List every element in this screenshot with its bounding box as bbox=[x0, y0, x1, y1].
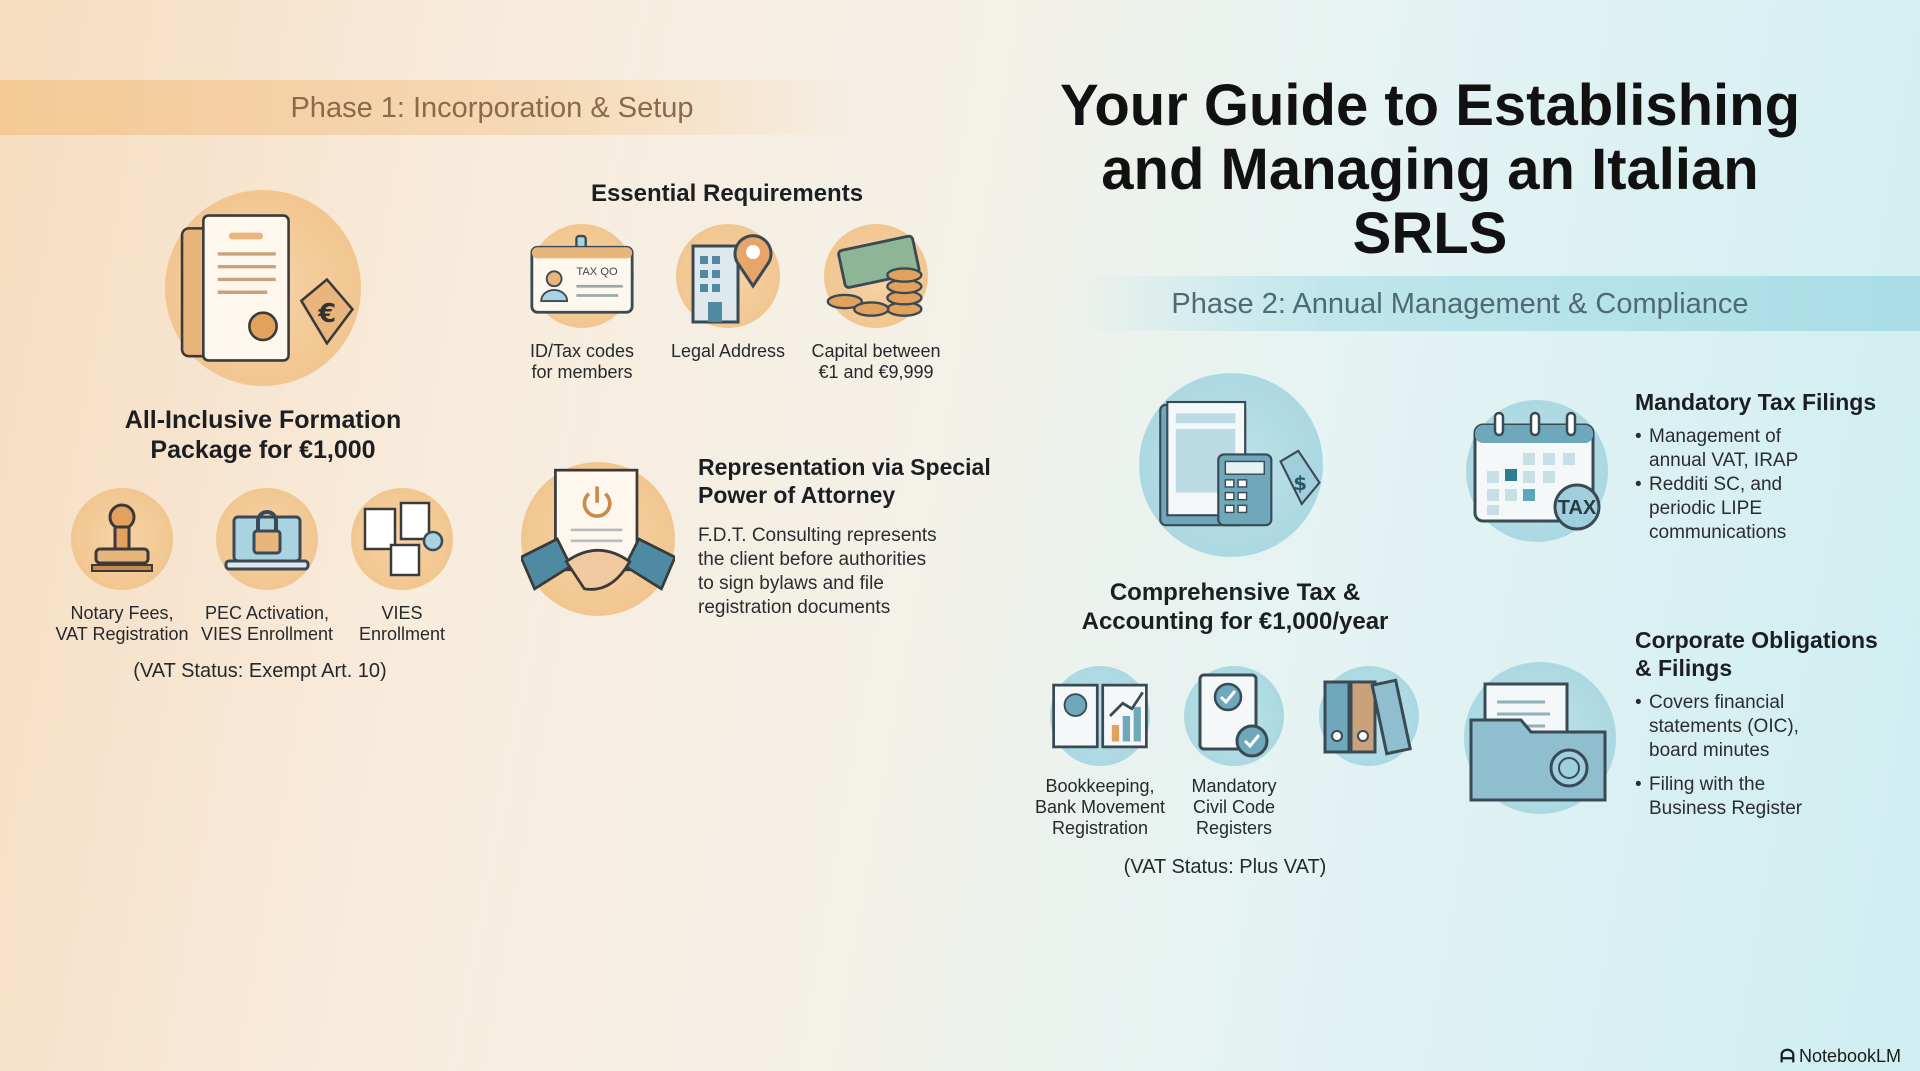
label-line: Civil Code bbox=[1192, 797, 1276, 817]
bullet-line: annual VAT, IRAP bbox=[1649, 450, 1799, 471]
heading-line: Power of Attorney bbox=[698, 482, 896, 508]
body-line: F.D.T. Consulting represents bbox=[698, 525, 937, 546]
label-line: Bookkeeping, bbox=[1045, 776, 1155, 796]
list-item: Management of annual VAT, IRAP bbox=[1635, 425, 1798, 473]
tax-accounting-heading: Comprehensive Tax &Accounting for €1,000… bbox=[1055, 578, 1415, 636]
representation-description: F.D.T. Consulting represents the client b… bbox=[698, 524, 937, 620]
phase-1-label: Phase 1: Incorporation & Setup bbox=[290, 92, 694, 124]
vat-status-exempt: (VAT Status: Exempt Art. 10) bbox=[133, 660, 387, 682]
bullet-line: communications bbox=[1649, 522, 1787, 543]
list-item: Redditi SC, and periodic LIPE communicatio… bbox=[1635, 473, 1798, 545]
heading-line: Comprehensive Tax & bbox=[1109, 579, 1361, 606]
label-line: ID/Tax codes bbox=[529, 341, 635, 361]
power-of-attorney-handshake-icon bbox=[521, 462, 675, 616]
bullet-line: Redditi SC, and bbox=[1649, 474, 1783, 495]
label-line: VAT Registration bbox=[55, 624, 189, 644]
title-line: Your Guide to Establishing bbox=[1059, 73, 1801, 138]
bookkeeping-book-icon bbox=[1050, 666, 1150, 766]
label-line: Mandatory bbox=[1191, 776, 1277, 796]
label-line: VIES bbox=[381, 603, 423, 623]
tax-filings-heading: Mandatory Tax Filings bbox=[1635, 389, 1877, 415]
capital-label: Capital between€1 and €9,999 bbox=[796, 341, 956, 383]
label-line: Notary Fees, bbox=[70, 603, 174, 623]
money-coins-icon bbox=[824, 224, 928, 328]
bullet-line: Filing with the bbox=[1649, 774, 1766, 795]
tax-calendar-icon: TAX bbox=[1466, 400, 1608, 542]
laptop-lock-icon bbox=[216, 488, 318, 590]
title-line: and Managing an Italian SRLS bbox=[1101, 137, 1759, 266]
bullet-line: periodic LIPE bbox=[1649, 498, 1763, 519]
pec-activation-label: PEC Activation,VIES Enrollment bbox=[197, 603, 337, 645]
body-line: registration documents bbox=[698, 597, 891, 618]
folder-seal-icon bbox=[1464, 662, 1616, 814]
bullet-line: Covers financial bbox=[1649, 692, 1785, 713]
phase-2-band: Phase 2: Annual Management & Compliance bbox=[1075, 276, 1920, 331]
label-line: Capital between bbox=[811, 341, 941, 361]
document-exchange-icon bbox=[351, 488, 453, 590]
label-line: Registration bbox=[1051, 818, 1149, 838]
corporate-obligations-heading: Corporate Obligations& Filings bbox=[1635, 626, 1878, 682]
essential-requirements-heading: Essential Requirements bbox=[590, 180, 864, 207]
bullet-line: Management of bbox=[1649, 426, 1782, 447]
svg-text:$: $ bbox=[1293, 472, 1307, 495]
body-line: the client before authorities bbox=[698, 549, 927, 570]
id-card-text: TAX QO bbox=[576, 266, 618, 278]
label-line: Bank Movement bbox=[1034, 797, 1166, 817]
legal-address-label: Legal Address bbox=[670, 341, 786, 361]
svg-text:€: € bbox=[317, 299, 336, 329]
id-card-icon: TAX QO bbox=[530, 224, 634, 328]
notary-fees-label: Notary Fees,VAT Registration bbox=[52, 603, 192, 645]
ledger-calculator-icon: $ bbox=[1139, 373, 1323, 557]
corporate-obligations-list: Covers financial statements (OIC), board m… bbox=[1635, 691, 1802, 821]
heading-line: Accounting for €1,000/year bbox=[1081, 608, 1389, 635]
bullet-line: Business Register bbox=[1649, 798, 1803, 819]
bullet-line: board minutes bbox=[1649, 740, 1770, 761]
notary-stamp-icon bbox=[71, 488, 173, 590]
label-line: PEC Activation, bbox=[204, 603, 330, 623]
label-line: €1 and €9,999 bbox=[818, 362, 934, 382]
list-item: Covers financial statements (OIC), board m… bbox=[1635, 691, 1802, 763]
bullet-line: statements (OIC), bbox=[1649, 716, 1799, 737]
certificate-price-tag-icon: € bbox=[165, 190, 361, 386]
phase-2-label: Phase 2: Annual Management & Compliance bbox=[1171, 288, 1749, 320]
heading-line: & Filings bbox=[1635, 655, 1733, 681]
registers-checklist-icon bbox=[1184, 666, 1284, 766]
phase-1-band: Phase 1: Incorporation & Setup bbox=[0, 80, 860, 135]
notebooklm-logo-icon: ᗩ bbox=[1780, 1046, 1795, 1066]
heading-line: All-Inclusive Formation bbox=[124, 406, 402, 434]
tax-badge: TAX bbox=[1558, 497, 1597, 519]
label-line: VIES Enrollment bbox=[200, 624, 334, 644]
label-line: Registers bbox=[1195, 818, 1273, 838]
label-line: Enrollment bbox=[358, 624, 446, 644]
tax-filings-list: Management of annual VAT, IRAP Redditi SC… bbox=[1635, 425, 1798, 545]
vat-status-plus: (VAT Status: Plus VAT) bbox=[1123, 856, 1327, 878]
binders-icon bbox=[1319, 666, 1419, 766]
heading-line: Package for €1,000 bbox=[150, 436, 376, 464]
building-location-pin-icon bbox=[676, 224, 780, 328]
body-line: to sign bylaws and file bbox=[698, 573, 884, 594]
brand-label: NotebookLM bbox=[1798, 1046, 1902, 1066]
heading-line: Representation via Special bbox=[698, 454, 991, 480]
heading-line: Corporate Obligations bbox=[1635, 627, 1878, 653]
label-line: for members bbox=[531, 362, 633, 382]
